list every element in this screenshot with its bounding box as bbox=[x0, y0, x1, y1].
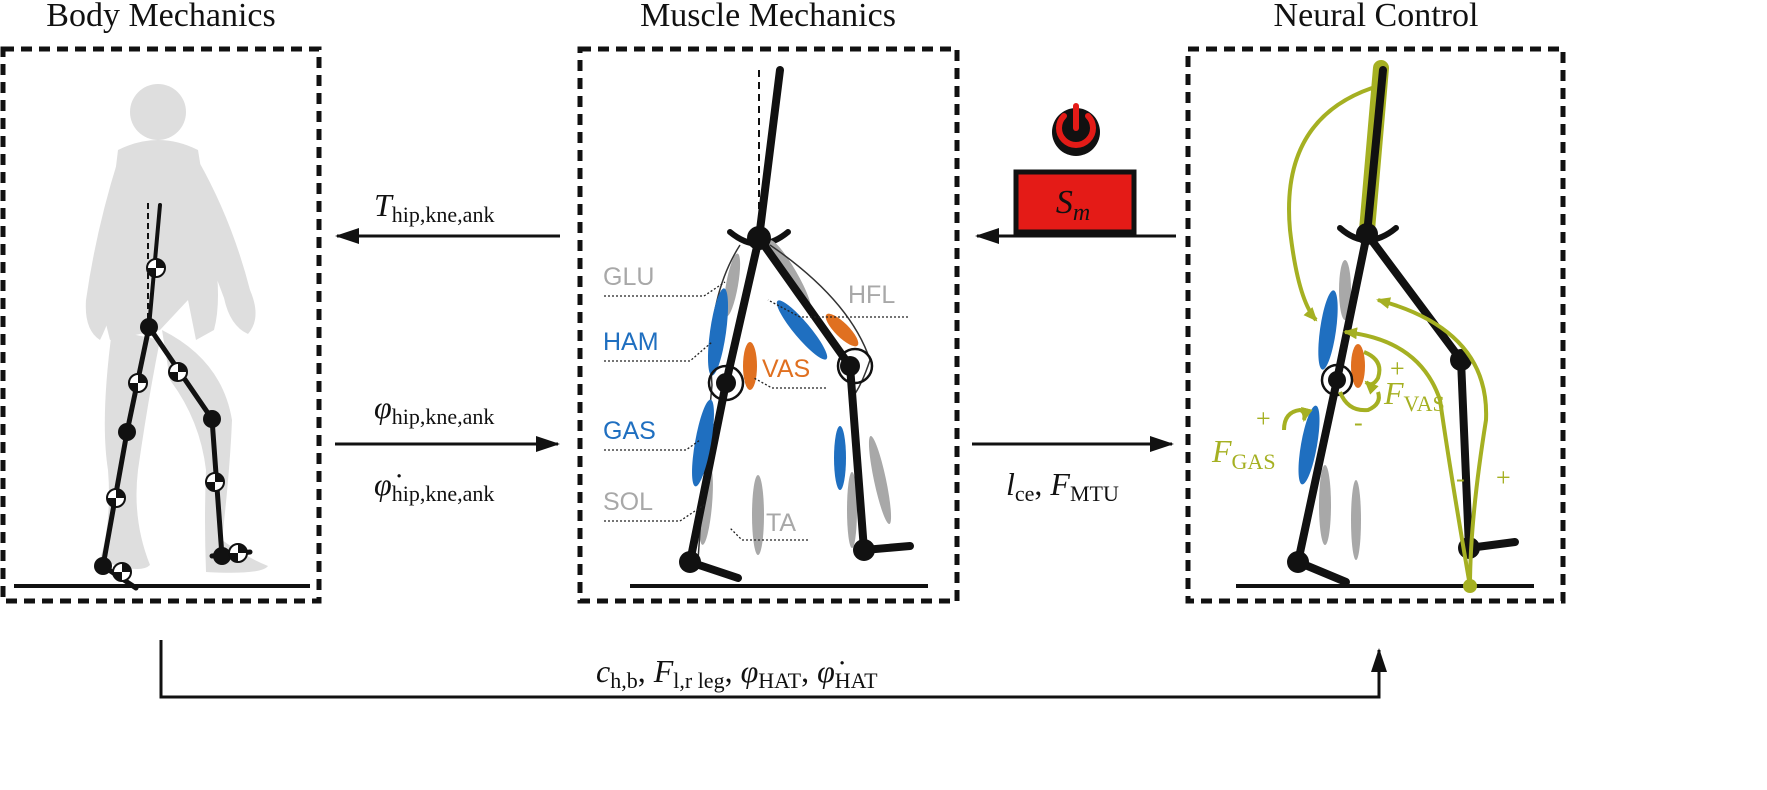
vas-force-label: FVAS bbox=[1383, 375, 1445, 416]
torque-label: Thip,kne,ank bbox=[374, 187, 494, 227]
com-marker-icon bbox=[228, 543, 248, 563]
muscle-mechanics-title: Muscle Mechanics bbox=[640, 0, 896, 34]
ham-label: HAM bbox=[603, 328, 659, 356]
gas-force-label: FGAS bbox=[1211, 433, 1276, 474]
muscle-feedback-label: lce, FMTU bbox=[1006, 466, 1119, 506]
com-marker-icon bbox=[112, 562, 132, 582]
sol-label: SOL bbox=[603, 488, 653, 516]
hfl-label: HFL bbox=[848, 281, 895, 309]
stimulation-label: Sm bbox=[1056, 184, 1090, 226]
state-feedback-label: ch,b, Fl,r leg, φHAT, φ̇HAT bbox=[596, 653, 878, 693]
gas-leader-line bbox=[604, 439, 701, 451]
com-marker-icon bbox=[146, 258, 166, 278]
joint-angular-velocity-label: φ̇hip,kne,ank bbox=[374, 466, 494, 506]
vas-leader-line bbox=[753, 377, 826, 389]
reflex-pathways bbox=[1282, 86, 1489, 593]
vas-negative-sign: - bbox=[1354, 408, 1363, 437]
com-marker-icon bbox=[128, 373, 148, 393]
body-mechanics-title: Body Mechanics bbox=[46, 0, 275, 34]
joint-angle-label: φhip,kne,ank bbox=[374, 389, 494, 429]
muscle-mechanics-panel bbox=[577, 46, 960, 604]
body-mechanics-panel bbox=[0, 46, 322, 604]
body-skeleton bbox=[94, 203, 253, 591]
glu-leader-line bbox=[604, 281, 726, 297]
power-icon bbox=[1052, 103, 1100, 156]
neural-control-title: Neural Control bbox=[1274, 0, 1479, 34]
hfl-leader-line bbox=[767, 299, 908, 318]
ta-negative-sign: - bbox=[1456, 464, 1465, 493]
stimulation-box bbox=[1013, 169, 1137, 235]
ta-label: TA bbox=[766, 509, 796, 537]
ta-leader-line bbox=[729, 527, 808, 541]
state-feedback-arrow bbox=[159, 640, 1387, 699]
gas-positive-sign: + bbox=[1256, 404, 1271, 433]
glu-label: GLU bbox=[603, 263, 654, 291]
ham-leader-line bbox=[604, 341, 713, 362]
neural-control-legs bbox=[1287, 60, 1519, 586]
vas-positive-sign: + bbox=[1390, 354, 1405, 383]
gas-label: GAS bbox=[603, 417, 656, 445]
ta-positive-sign: + bbox=[1496, 463, 1511, 492]
muscle-model-legs bbox=[679, 66, 914, 582]
com-marker-icon bbox=[168, 362, 188, 382]
neural-control-panel bbox=[1185, 46, 1566, 604]
com-marker-icon bbox=[106, 488, 126, 508]
sol-leader-line bbox=[604, 504, 705, 522]
vas-label: VAS bbox=[762, 355, 810, 383]
com-marker-icon bbox=[205, 472, 225, 492]
